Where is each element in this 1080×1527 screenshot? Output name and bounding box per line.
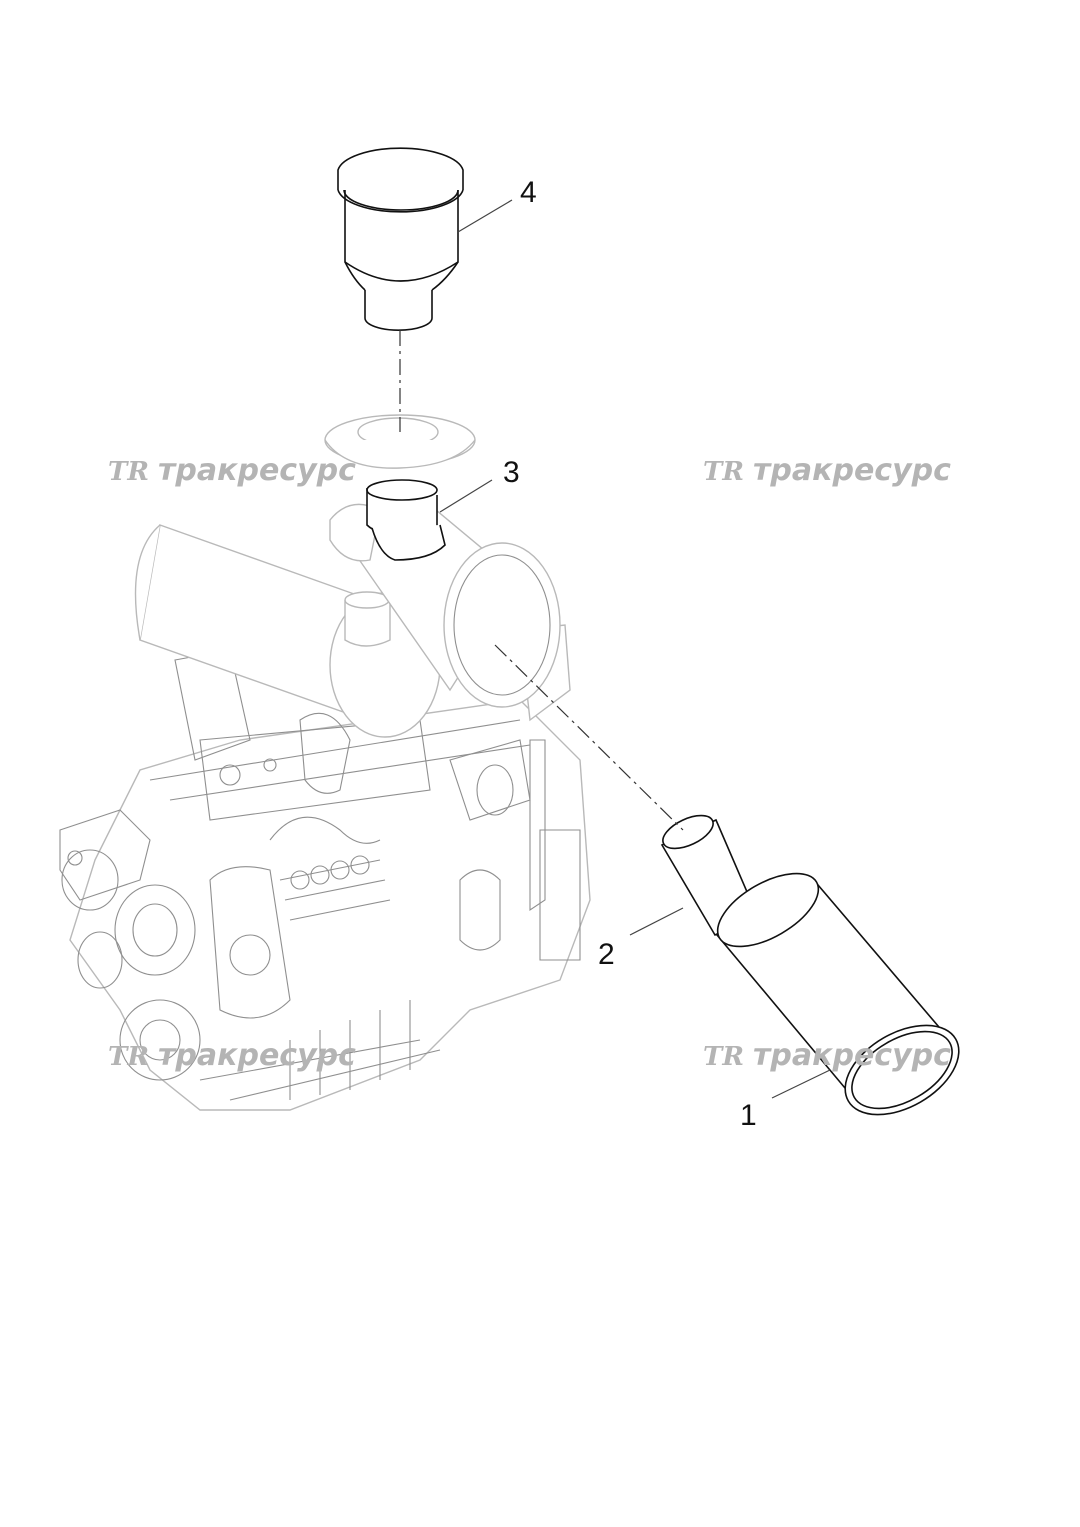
watermark-brand: тракресурс	[158, 453, 356, 488]
part-4-pre-cleaner	[337, 147, 464, 331]
watermark-top-left: TR тракресурс	[108, 453, 356, 488]
leader-lines	[439, 199, 831, 1099]
assembly-axis-lines	[399, 330, 684, 831]
part-1-2-extension-pipe	[660, 814, 960, 1116]
engine-assembly	[59, 503, 591, 1111]
watermark-brand: тракресурс	[753, 453, 951, 488]
watermark-logo: TR	[108, 1042, 149, 1072]
part-3-flange-pipe	[324, 414, 476, 561]
callout-1: 1	[740, 1099, 757, 1132]
watermark-bottom-right: TR тракресурс	[703, 1038, 951, 1073]
callout-2: 2	[598, 938, 615, 971]
watermark-brand: тракресурс	[753, 1038, 951, 1073]
watermark-logo: TR	[703, 457, 744, 487]
watermark-top-right: TR тракресурс	[703, 453, 951, 488]
callout-3: 3	[503, 456, 520, 489]
watermark-brand: тракресурс	[158, 1038, 356, 1073]
watermark-logo: TR	[703, 1042, 744, 1072]
watermark-logo: TR	[108, 457, 149, 487]
callout-4: 4	[520, 176, 537, 209]
watermark-bottom-left: TR тракресурс	[108, 1038, 356, 1073]
